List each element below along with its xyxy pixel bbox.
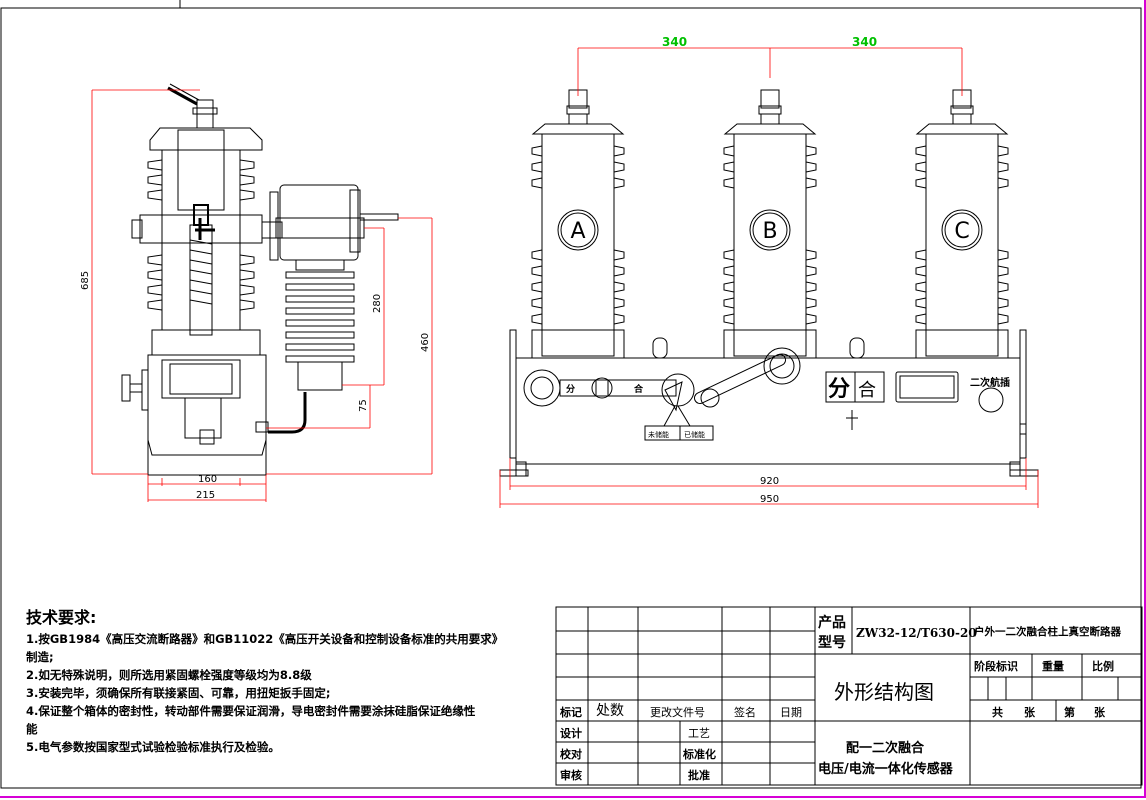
mark-label: 标记 — [560, 706, 582, 719]
pole-3: C — [915, 89, 1009, 359]
front-dimensions — [499, 47, 1039, 508]
design-label: 设计 — [560, 727, 582, 740]
dim-280: 280 — [372, 294, 383, 313]
dim-950: 950 — [760, 494, 779, 505]
subtitle-line-1: 配一二次融合 — [846, 741, 925, 756]
tech-req-line-4: 3.安装完毕，须确保所有联接紧固、可靠，用扭矩扳手固定; — [26, 686, 331, 700]
dim-215: 215 — [196, 490, 215, 501]
review-label: 审核 — [560, 769, 582, 782]
sheet-no-label: 第 — [1064, 706, 1075, 719]
label-big-close: 合 — [858, 380, 876, 401]
phase-label: B — [762, 219, 777, 244]
dim-685: 685 — [80, 271, 91, 290]
label-not-stored: 未储能 — [648, 430, 669, 439]
check-label: 校对 — [560, 748, 582, 761]
phase-label: A — [570, 219, 585, 244]
sheets-unit-2: 张 — [1094, 706, 1105, 719]
dim-460: 460 — [420, 333, 431, 352]
weight-label: 重量 — [1042, 660, 1064, 673]
product-label-2: 型号 — [818, 635, 846, 651]
signature-label: 签名 — [734, 706, 756, 719]
dim-920: 920 — [760, 476, 779, 487]
pole-1: A — [531, 89, 625, 359]
subtitle-line-2: 电压/电流一体化传感器 — [818, 762, 953, 777]
product-model: ZW32-12/T630-20 — [856, 626, 977, 640]
label-stored: 已储能 — [684, 430, 705, 439]
bottom-border — [0, 796, 1146, 798]
product-label-1: 产品 — [818, 615, 846, 631]
phase-label: C — [954, 219, 969, 244]
approve-label: 批准 — [688, 769, 710, 782]
product-name: 户外一二次融合柱上真空断路器 — [974, 626, 1121, 638]
title-block-grid — [555, 606, 1143, 786]
process-label: 工艺 — [688, 727, 710, 740]
tech-req-line-2: 制造; — [26, 650, 54, 664]
tech-req-line-1: 1.按GB1984《高压交流断路器》和GB11022《高压开关设备和控制设备标准… — [26, 632, 504, 646]
sheets-unit-1: 张 — [1024, 706, 1035, 719]
sheets-total-label: 共 — [992, 706, 1003, 719]
drawing-frame — [0, 7, 1142, 789]
label-big-open: 分 — [828, 377, 850, 402]
side-view — [121, 83, 399, 476]
drawing-title: 外形结构图 — [834, 680, 934, 704]
label-secondary-plug: 二次航插 — [970, 376, 1010, 389]
right-border — [1144, 0, 1146, 798]
dim-75: 75 — [358, 399, 369, 412]
front-view — [499, 329, 1039, 477]
tech-req-line-5: 4.保证整个箱体的密封性，转动部件需要保证润滑，导电密封件需要涂抹硅脂保证绝缘性 — [26, 704, 476, 718]
standardize-label: 标准化 — [683, 748, 716, 761]
side-dimensions — [91, 89, 433, 502]
date-label: 日期 — [780, 706, 802, 719]
poles: A B C — [531, 89, 1009, 359]
stage-mark: 阶段标识 — [974, 660, 1018, 673]
dim-340-right: 340 — [852, 35, 877, 49]
count-label: 处数 — [596, 703, 624, 719]
change-doc-label: 更改文件号 — [650, 706, 705, 719]
tech-requirements-title: 技术要求: — [26, 608, 97, 627]
tech-req-line-6: 能 — [26, 722, 38, 736]
label-open-small: 分 — [566, 383, 575, 395]
dim-340-left: 340 — [662, 35, 687, 49]
tech-req-line-7: 5.电气参数按国家型式试验检验标准执行及检验。 — [26, 740, 280, 754]
pole-2: B — [723, 89, 817, 359]
tech-req-line-3: 2.如无特殊说明，则所选用紧固螺栓强度等级均为8.8级 — [26, 668, 312, 682]
scale-label: 比例 — [1092, 660, 1114, 673]
label-close-small: 合 — [634, 383, 644, 395]
dim-160: 160 — [198, 474, 217, 485]
tech-requirements: 技术要求: 1.按GB1984《高压交流断路器》和GB11022《高压开关设备和… — [26, 604, 556, 756]
